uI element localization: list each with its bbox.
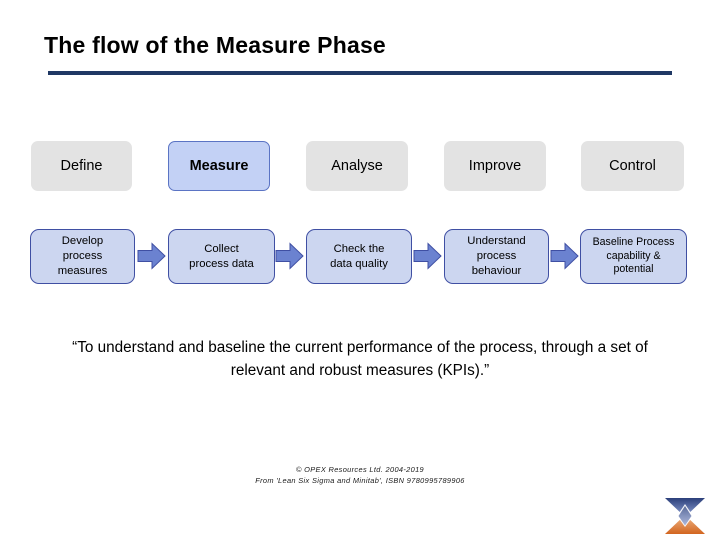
- phase-label: Control: [609, 158, 656, 174]
- step-box-collect-process-data[interactable]: Collect process data: [168, 229, 275, 284]
- phase-box-improve[interactable]: Improve: [444, 141, 546, 191]
- footer-line-source: From 'Lean Six Sigma and Minitab', ISBN …: [255, 476, 465, 486]
- footer-copyright: © OPEX Resources Ltd. 2004-2019 From 'Le…: [0, 464, 720, 487]
- flow-arrow-icon-2: [275, 242, 304, 270]
- phase-label: Analyse: [331, 158, 383, 174]
- step-label: Check the data quality: [330, 242, 388, 270]
- flow-arrow-icon-1: [137, 242, 166, 270]
- page-title: The flow of the Measure Phase: [44, 32, 386, 58]
- phase-box-define[interactable]: Define: [31, 141, 132, 191]
- step-label: Collect process data: [189, 242, 254, 270]
- step-box-baseline-process-capability[interactable]: Baseline Process capability & potential: [580, 229, 687, 284]
- step-box-check-the-data-quality[interactable]: Check the data quality: [306, 229, 412, 284]
- phase-box-analyse[interactable]: Analyse: [306, 141, 408, 191]
- measure-step-flow: Develop process measures Collect process…: [0, 229, 720, 285]
- phase-box-control[interactable]: Control: [581, 141, 684, 191]
- step-box-understand-process-behaviour[interactable]: Understand process behaviour: [444, 229, 549, 284]
- flow-arrow-icon-4: [550, 242, 579, 270]
- flow-arrow-icon-3: [413, 242, 442, 270]
- phase-label: Improve: [468, 158, 522, 174]
- phase-label: Define: [60, 158, 103, 174]
- title-divider-rule: [48, 71, 672, 75]
- phase-label: Measure: [189, 158, 249, 174]
- dmaic-phase-row: Define Measure Analyse Improve Control: [0, 141, 720, 193]
- step-label: Understand process behaviour: [467, 235, 526, 277]
- step-label: Baseline Process capability & potential: [592, 235, 675, 276]
- opex-hourglass-logo: [662, 496, 708, 536]
- measure-phase-quote: “To understand and baseline the current …: [72, 339, 648, 379]
- step-label: Develop process measures: [57, 235, 108, 277]
- step-box-develop-process-measures[interactable]: Develop process measures: [30, 229, 135, 284]
- footer-line-copyright: © OPEX Resources Ltd. 2004-2019: [295, 465, 425, 474]
- phase-box-measure[interactable]: Measure: [168, 141, 270, 191]
